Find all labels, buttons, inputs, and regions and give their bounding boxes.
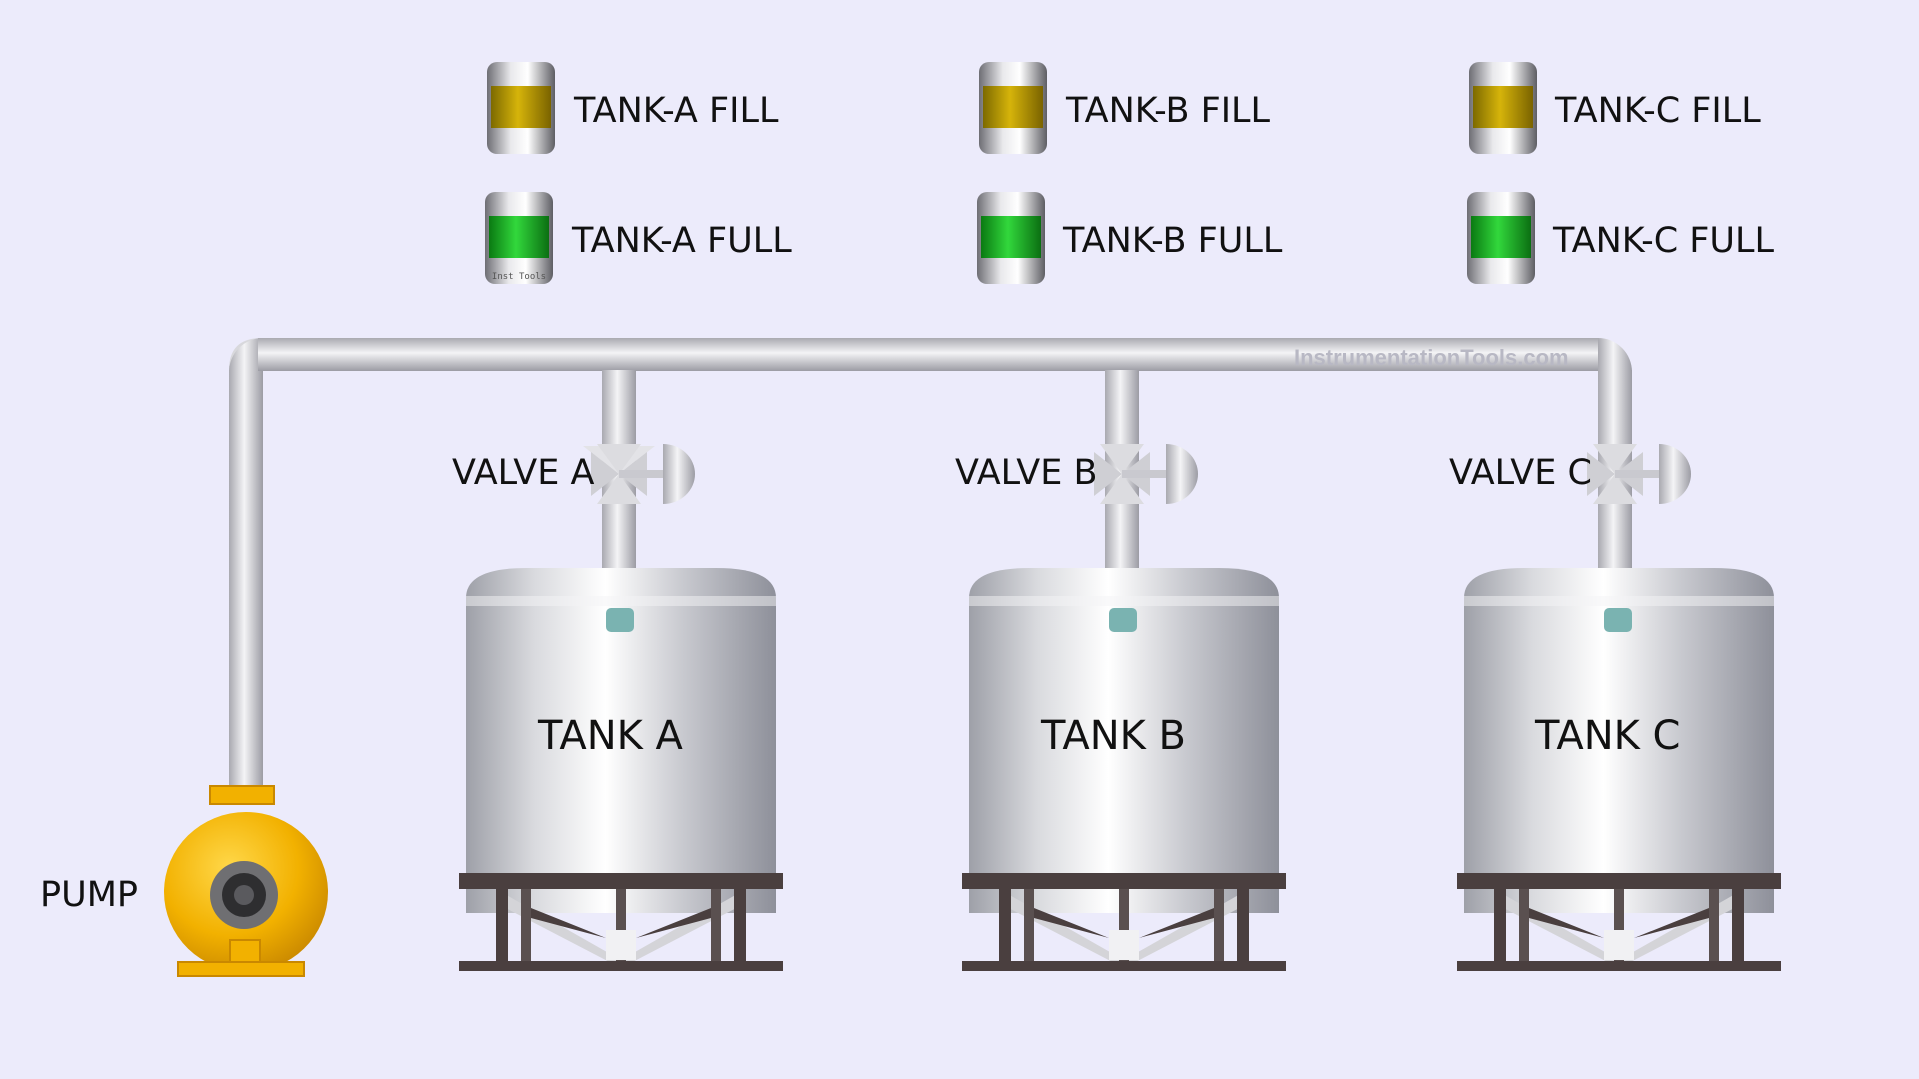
valve-label-b: VALVE B xyxy=(955,453,1098,493)
lamp-label-tank-b-full: TANK-B FULL xyxy=(1063,221,1283,261)
valve-a-icon[interactable] xyxy=(583,444,695,504)
tank-a-vessel[interactable] xyxy=(459,568,783,971)
tank-c-sensor xyxy=(1604,608,1632,632)
lamp-tank-a-fill-icon xyxy=(487,62,555,154)
lamp-tank-b-fill-icon xyxy=(979,62,1047,154)
lamp-tank-a-full-icon: Inst Tools xyxy=(485,192,553,284)
tank-c-stand xyxy=(1457,873,1781,971)
valve-label-c: VALVE C xyxy=(1449,453,1592,493)
lamp-label-tank-b-fill: TANK-B FILL xyxy=(1066,91,1271,131)
pump-label: PUMP xyxy=(40,875,139,915)
pipe-network xyxy=(229,338,1632,796)
valve-b-icon[interactable] xyxy=(1094,444,1198,504)
tank-a-sensor xyxy=(606,608,634,632)
lamp-label-tank-c-fill: TANK-C FILL xyxy=(1555,91,1761,131)
lamp-label-tank-c-full: TANK-C FULL xyxy=(1553,221,1775,261)
tank-b-sensor xyxy=(1109,608,1137,632)
tank-label-b: TANK B xyxy=(1041,713,1186,759)
tank-b-stand xyxy=(962,873,1286,971)
tank-a-stand xyxy=(459,873,783,971)
lamp-label-tank-a-full: TANK-A FULL xyxy=(572,221,792,261)
lamp-tank-c-full-icon xyxy=(1467,192,1535,284)
pump-icon[interactable] xyxy=(164,785,328,977)
lamp-stamp-text: Inst Tools xyxy=(492,272,546,282)
tank-c-vessel[interactable] xyxy=(1457,568,1781,971)
lamp-tank-b-full-icon xyxy=(977,192,1045,284)
tank-label-c: TANK C xyxy=(1535,713,1681,759)
valve-c-icon[interactable] xyxy=(1587,444,1691,504)
tank-label-a: TANK A xyxy=(538,713,683,759)
tank-b-vessel[interactable] xyxy=(962,568,1286,971)
lamp-tank-c-fill-icon xyxy=(1469,62,1537,154)
lamp-label-tank-a-fill: TANK-A FILL xyxy=(574,91,779,131)
valve-label-a: VALVE A xyxy=(452,453,595,493)
watermark: InstrumentationTools.com xyxy=(1294,345,1569,370)
